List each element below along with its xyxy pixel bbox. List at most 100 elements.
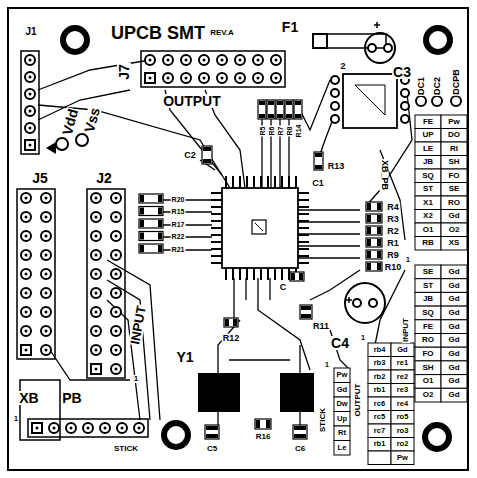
header-pin xyxy=(217,73,227,83)
pin-name: rc6 xyxy=(373,400,386,408)
copper-trace xyxy=(38,105,230,188)
pin-hole xyxy=(167,77,170,80)
qfp-pin xyxy=(267,268,269,280)
pin-hole xyxy=(149,77,152,80)
plus-sign xyxy=(376,22,378,28)
part-label: C xyxy=(279,283,288,292)
header-pin xyxy=(163,73,173,83)
pin-name: re1 xyxy=(396,360,409,368)
header-pin xyxy=(235,55,245,65)
pin-name: Gd xyxy=(396,346,408,354)
part-label: REV.A xyxy=(209,29,235,37)
copper-trace xyxy=(162,236,212,237)
qfp-pin xyxy=(211,234,222,236)
pin-table-cell xyxy=(415,210,441,224)
pin-hole xyxy=(95,349,98,352)
part-label: C2 xyxy=(183,151,197,160)
part-label: PB xyxy=(61,391,82,405)
header-pin xyxy=(91,231,101,241)
qfp-pin xyxy=(211,262,222,264)
pin-hole xyxy=(203,77,206,80)
resistor-r16 xyxy=(255,419,271,429)
dip-pin xyxy=(331,89,339,97)
header-pin xyxy=(91,345,101,355)
pin-name: XS xyxy=(448,239,461,247)
header-pin xyxy=(91,288,101,298)
header-pin xyxy=(91,307,101,317)
pin-table-cell xyxy=(334,383,350,398)
part-label: R11 xyxy=(312,322,330,331)
square-pad xyxy=(25,140,35,150)
qfp-pin xyxy=(298,220,309,222)
copper-trace xyxy=(162,249,212,250)
pad xyxy=(140,195,144,202)
pad xyxy=(367,203,371,210)
resistor xyxy=(366,250,382,259)
header-pin xyxy=(134,423,144,433)
copper-trace xyxy=(375,270,405,345)
pin-hole xyxy=(95,197,98,200)
pin-name: JB xyxy=(422,158,434,166)
pin-table-cell xyxy=(368,397,391,411)
resistor xyxy=(366,262,382,271)
part-label: XB xyxy=(18,391,39,405)
pin-table-cell xyxy=(391,357,414,371)
pin-table-cell xyxy=(368,384,391,398)
header-pin xyxy=(41,269,51,279)
header-pin xyxy=(111,193,121,203)
pin-table-cell xyxy=(368,451,391,465)
part-label: R1 xyxy=(386,238,400,247)
mounting-hole xyxy=(164,423,188,447)
pad xyxy=(299,273,303,280)
pin-hole xyxy=(203,59,206,62)
header-pin xyxy=(111,364,121,374)
pin-hole xyxy=(95,311,98,314)
header-pin xyxy=(25,89,35,99)
copper-trace xyxy=(288,110,289,188)
pad xyxy=(377,251,381,258)
pad xyxy=(367,263,371,270)
copper-trace xyxy=(330,330,350,370)
pin-hole xyxy=(29,93,32,96)
header-pin xyxy=(235,73,245,83)
qfp-pin xyxy=(295,176,297,188)
resistor-r13 xyxy=(314,152,323,170)
pin-table-cell xyxy=(334,426,350,441)
pin-table-cell xyxy=(441,279,467,293)
cap-pin xyxy=(384,44,392,52)
part-label: J2 xyxy=(95,171,113,185)
pin-hole xyxy=(25,216,28,219)
pad xyxy=(259,114,265,118)
pin-hole xyxy=(115,330,118,333)
pin-table-cell xyxy=(415,279,441,293)
pin-name: ro3 xyxy=(396,427,410,435)
pin-table-cell xyxy=(415,375,441,389)
pin-name: ro2 xyxy=(396,441,410,449)
part-label: R14 xyxy=(295,124,302,139)
part-label: R13 xyxy=(327,162,346,171)
resistor xyxy=(276,100,284,119)
pin-name: SH xyxy=(447,158,460,166)
pin-table-cell xyxy=(441,347,467,361)
pin-hole xyxy=(29,76,32,79)
qfp-pin xyxy=(298,255,309,257)
header-pin xyxy=(25,123,35,133)
part-label: Vdd xyxy=(60,106,81,137)
capacitor-c2 xyxy=(202,146,212,164)
crystal-pad xyxy=(280,373,314,412)
copper-trace xyxy=(298,221,360,222)
pin-hole xyxy=(25,273,28,276)
header-pin xyxy=(25,72,35,82)
pad xyxy=(158,220,162,227)
header-pin xyxy=(91,193,101,203)
pin-hole xyxy=(115,349,118,352)
resistor xyxy=(139,219,163,228)
header-pin xyxy=(181,55,191,65)
copper-trace xyxy=(279,110,280,188)
pin-hole xyxy=(115,368,118,371)
pin-hole xyxy=(95,330,98,333)
part-label: Y1 xyxy=(175,350,194,364)
pin-table-cell xyxy=(415,306,441,320)
pin-hole xyxy=(53,427,56,430)
copper-trace xyxy=(258,278,310,370)
